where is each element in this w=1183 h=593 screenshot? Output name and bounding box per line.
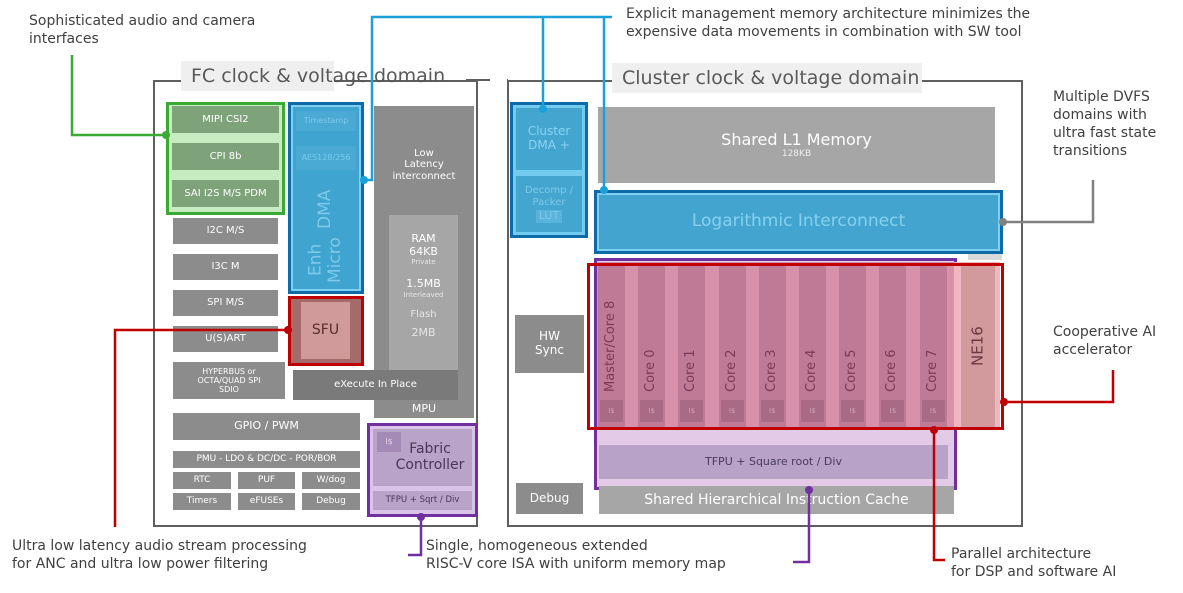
connector-memory-a [364,15,612,182]
sfu-label: SFU [301,302,350,359]
interface-sai-i2s: SAI I2S M/S PDM [172,180,279,207]
fc-icache: I$ [377,432,401,452]
core-icache: I$ [841,400,865,422]
cluster-domain-title: Cluster clock & voltage domain [612,63,922,93]
connector-dot-ne16 [1000,398,1008,406]
connector-riscv-cluster [793,490,811,564]
connector-audio-camera [70,55,166,137]
core-icache: I$ [881,400,905,422]
connector-parallel [932,430,945,562]
core-icache: I$ [921,400,945,422]
note-parallel: Parallel architecture for DSP and softwa… [951,546,1117,580]
connector-dot-dvfs [999,218,1007,226]
connector-cooperative-ai [1004,370,1115,404]
efuses: eFUSEs [238,493,295,510]
rtc: RTC [173,472,231,489]
connector-dot-sfu [284,326,292,334]
connector-riscv-fc [408,517,423,557]
parallel-cores-frame [587,263,1004,430]
interface-i2c: I2C M/S [173,218,278,244]
note-audio-camera: Sophisticated audio and camera interface… [29,13,256,47]
watchdog: W/dog [302,472,360,489]
core-icache: I$ [801,400,824,422]
execute-in-place: eXecute In Place [293,370,458,400]
connector-dvfs [1003,180,1095,224]
connector-dot-cores [930,426,938,434]
lut: LUT [535,210,563,223]
decomp-packer: Decomp / Packer LUT [516,176,582,232]
hw-sync: HW Sync [515,315,584,373]
connector-audio-stream [113,328,288,527]
enh-micro-dma [288,102,364,294]
fc-memory: RAM 64KB Private 1.5MB Interleaved Flash… [389,215,458,375]
fabric-controller-label: Fabric Controller [395,440,465,473]
connector-dot-fc-fpu [417,513,425,521]
mpu-label: MPU [411,401,437,415]
note-audio-stream: Ultra low latency audio stream processin… [12,538,307,572]
interface-spi: SPI M/S [173,290,278,316]
interconnect-label: Low Latency interconnect [392,147,456,182]
shared-hierarchical-icache: Shared Hierarchical Instruction Cache [599,486,954,514]
shared-l1-memory: Shared L1 Memory 128KB [598,107,995,183]
interface-mipi-csi2: MIPI CSI2 [172,106,279,133]
logarithmic-interconnect: Logarithmic Interconnect [594,190,1003,254]
interface-hyperbus: HYPERBUS or OCTA/QUAD SPI SDIO [173,362,285,399]
connector-dot-cluster-fpu [805,486,813,494]
core-icache: I$ [680,400,704,422]
cluster-dma-label: Cluster DMA + [516,108,582,170]
note-memory-architecture: Explicit management memory architecture … [626,6,1031,40]
note-dvfs: Multiple DVFS domains with ultra fast st… [1053,89,1157,159]
note-cooperative-ai: Cooperative AI accelerator [1053,324,1157,358]
core-icache: I$ [640,400,664,422]
core-icache: I$ [760,400,784,422]
cluster-debug: Debug [516,483,583,514]
udma-aes: AES128/256 [296,146,356,170]
connector-dot-udma [360,176,368,184]
note-riscv: Single, homogeneous extended RISC-V core… [426,538,726,572]
connector-dot-log-interconnect [600,186,608,194]
timers: Timers [173,493,231,510]
puf: PUF [238,472,295,489]
core-icache: I$ [720,400,744,422]
pmu: PMU - LDO & DC/DC - POR/BOR [173,451,360,468]
cluster-tfpu: TFPU + Square root / Div [599,445,948,479]
connector-dot-audio-camera [162,131,170,139]
interface-cpi-8b: CPI 8b [172,143,279,170]
interface-i3c: I3C M [173,254,278,280]
udma-timestamp: Timestamp [296,111,356,131]
connector-dot-cluster-dma [539,105,547,113]
fc-debug: Debug [302,493,360,510]
fc-tfpu: TFPU + Sqrt / Div [373,491,472,510]
core-icache: I$ [600,400,623,422]
gpio-pwm: GPIO / PWM [173,413,360,440]
